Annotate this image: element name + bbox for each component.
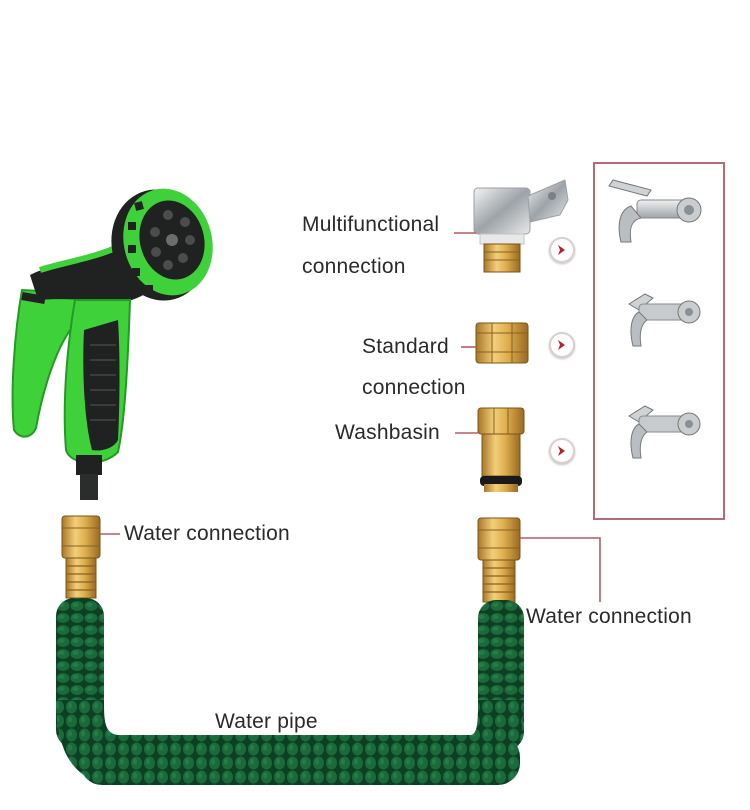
- faucet-icon: [628, 405, 701, 459]
- arrow-right-icon: [549, 332, 575, 358]
- water-pipe-label: Water pipe: [215, 710, 318, 733]
- multifunctional-label: Multifunctional: [302, 213, 440, 236]
- arrow-right-icon: [549, 438, 575, 464]
- standard-label: Standard: [362, 335, 449, 358]
- faucet-panel: [593, 162, 725, 520]
- faucet-icons: [608, 179, 702, 459]
- multifunctional-connector-icon: [473, 179, 569, 273]
- water-connection-left-label: Water connection: [124, 522, 290, 545]
- faucet-icon: [628, 293, 701, 347]
- faucet-icon: [608, 179, 702, 243]
- washbasin-label: Washbasin: [335, 421, 440, 444]
- left-brass-connector-icon: [61, 515, 101, 599]
- standard-connection-label: connection: [362, 376, 466, 399]
- arrow-right-icon: [549, 237, 575, 263]
- expandable-hose-icon: [56, 598, 524, 785]
- spray-gun-icon: [11, 188, 213, 500]
- multifunctional-connection-label: connection: [302, 255, 406, 278]
- washbasin-connector-icon: [477, 407, 525, 492]
- right-brass-connector-icon: [477, 517, 521, 603]
- standard-connector-icon: [475, 322, 529, 364]
- leader-lines: [100, 232, 601, 602]
- water-connection-right-label: Water connection: [526, 605, 692, 628]
